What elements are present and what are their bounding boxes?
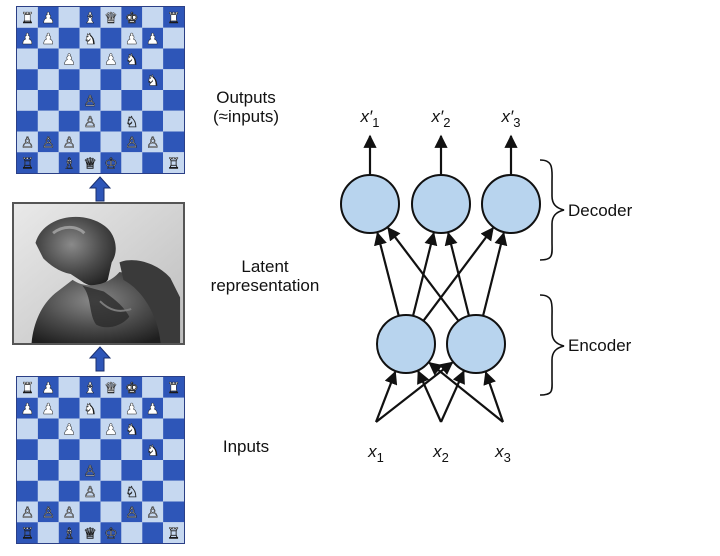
chess-piece-icon: ♖ <box>21 154 34 172</box>
encoder-to-decoder-arrow <box>444 231 471 317</box>
outputs-caption-line1: Outputs <box>216 88 276 107</box>
chess-piece-icon: ♟ <box>42 400 55 418</box>
decoder-brace <box>539 159 565 261</box>
chess-piece-icon: ♟ <box>62 51 75 69</box>
chess-piece-icon: ♖ <box>167 524 180 542</box>
chess-piece-icon: ♟ <box>104 51 117 69</box>
chess-piece-icon: ♞ <box>146 71 159 89</box>
chess-piece-icon: ♟ <box>146 400 159 418</box>
output-label: x′3 <box>501 107 521 130</box>
chess-piece-icon: ♞ <box>83 400 96 418</box>
chess-piece-icon: ♖ <box>167 154 180 172</box>
chess-piece-icon: ♙ <box>62 504 75 522</box>
chess-piece-icon: ♜ <box>21 9 34 27</box>
output-label: x′1 <box>360 107 380 130</box>
outputs-caption-line2: (≈inputs) <box>212 107 280 126</box>
chess-piece-icon: ♘ <box>125 113 138 131</box>
chess-piece-icon: ♟ <box>104 421 117 439</box>
decoder-neuron <box>481 174 541 234</box>
decoder-label: Decoder <box>568 201 633 220</box>
chess-piece-icon: ♕ <box>83 524 96 542</box>
chess-piece-icon: ♝ <box>83 9 96 27</box>
chess-piece-icon: ♞ <box>83 30 96 48</box>
chess-piece-icon: ♜ <box>167 379 180 397</box>
chess-piece-icon: ♟ <box>21 30 34 48</box>
decoder-neuron <box>411 174 471 234</box>
chess-piece-icon: ♟ <box>42 30 55 48</box>
chess-piece-icon: ♟ <box>125 30 138 48</box>
chess-piece-icon: ♕ <box>83 154 96 172</box>
chess-piece-icon: ♟ <box>146 30 159 48</box>
chess-piece-icon: ♙ <box>42 134 55 152</box>
encoder-neuron <box>376 314 436 374</box>
chess-piece-icon: ♗ <box>62 524 75 542</box>
chess-piece-icon: ♟ <box>62 421 75 439</box>
latent-caption-line1: Latent <box>241 257 289 276</box>
chess-piece-icon: ♙ <box>125 134 138 152</box>
chess-piece-icon: ♞ <box>125 421 138 439</box>
encoder-label: Encoder <box>568 336 632 355</box>
chess-piece-icon: ♙ <box>21 134 34 152</box>
up-arrow-icon <box>88 176 112 202</box>
chess-piece-icon: ♟ <box>42 379 55 397</box>
chess-piece-icon: ♜ <box>167 9 180 27</box>
chess-piece-icon: ♙ <box>21 504 34 522</box>
chess-piece-icon: ♟ <box>42 9 55 27</box>
input-to-encoder-arrow <box>374 370 398 423</box>
chess-piece-icon: ♙ <box>83 483 96 501</box>
chess-piece-icon: ♘ <box>125 483 138 501</box>
chess-piece-icon: ♙ <box>146 504 159 522</box>
chess-piece-icon: ♙ <box>83 113 96 131</box>
chess-piece-icon: ♝ <box>83 379 96 397</box>
thinker-statue-image <box>12 202 185 345</box>
chess-piece-icon: ♔ <box>104 154 117 172</box>
chess-piece-icon: ♚ <box>125 9 138 27</box>
chess-piece-icon: ♙ <box>83 92 96 110</box>
input-label: x1 <box>367 442 384 465</box>
input-label: x3 <box>494 442 511 465</box>
chess-piece-icon: ♟ <box>21 400 34 418</box>
chess-piece-icon: ♗ <box>62 154 75 172</box>
input-label: x2 <box>432 442 449 465</box>
up-arrow-icon <box>88 346 112 372</box>
output-label: x′2 <box>431 107 451 130</box>
input-to-encoder-arrow <box>428 361 504 423</box>
encoder-neuron <box>446 314 506 374</box>
encoder-to-decoder-arrow <box>374 231 400 317</box>
chess-piece-icon: ♛ <box>104 379 117 397</box>
chess-piece-icon: ♔ <box>104 524 117 542</box>
chess-piece-icon: ♙ <box>62 134 75 152</box>
chess-piece-icon: ♛ <box>104 9 117 27</box>
decoder-neuron <box>340 174 400 234</box>
chess-piece-icon: ♚ <box>125 379 138 397</box>
chess-piece-icon: ♞ <box>125 51 138 69</box>
input-to-encoder-arrow <box>439 370 465 423</box>
latent-caption-line2: representation <box>210 276 320 295</box>
chess-piece-icon: ♞ <box>146 441 159 459</box>
chess-piece-icon: ♙ <box>42 504 55 522</box>
chess-piece-icon: ♜ <box>21 379 34 397</box>
chess-piece-icon: ♙ <box>125 504 138 522</box>
autoencoder-network: x′1 x′2 x′3 x1 x2 x3 Decoder Encoder <box>340 107 633 465</box>
encoder-to-decoder-arrow <box>387 226 460 322</box>
chess-piece-icon: ♙ <box>146 134 159 152</box>
encoder-brace <box>539 294 565 396</box>
input-to-encoder-arrow <box>417 370 443 423</box>
chess-piece-icon: ♟ <box>125 400 138 418</box>
encoder-to-decoder-arrow <box>481 231 508 317</box>
input-chess-board: ♜ ♟ ♝ ♛ ♚ ♜ ♟ ♟ ♞ ♟ ♟ ♟ ♟ ♞ ♞ ♙ ♙ ♘ ♙ ♙ ♙ ♙ ♙ ♖ ♗ ♕ ♔ ♖ <box>16 376 185 544</box>
output-chess-board: ♜ ♟ ♝ ♛ ♚ ♜ ♟ ♟ ♞ ♟ ♟ ♟ ♟ ♞ ♞ ♙ ♙ ♘ ♙ ♙ ♙ ♙ ♙ ♖ ♗ ♕ ♔ ♖ <box>16 6 185 174</box>
chess-piece-icon: ♖ <box>21 524 34 542</box>
outputs-caption: Outputs (≈inputs) <box>196 88 296 126</box>
input-to-encoder-arrow <box>483 371 505 423</box>
inputs-caption: Inputs <box>222 437 270 456</box>
latent-caption: Latent representation <box>210 257 320 295</box>
chess-piece-icon: ♙ <box>83 462 96 480</box>
